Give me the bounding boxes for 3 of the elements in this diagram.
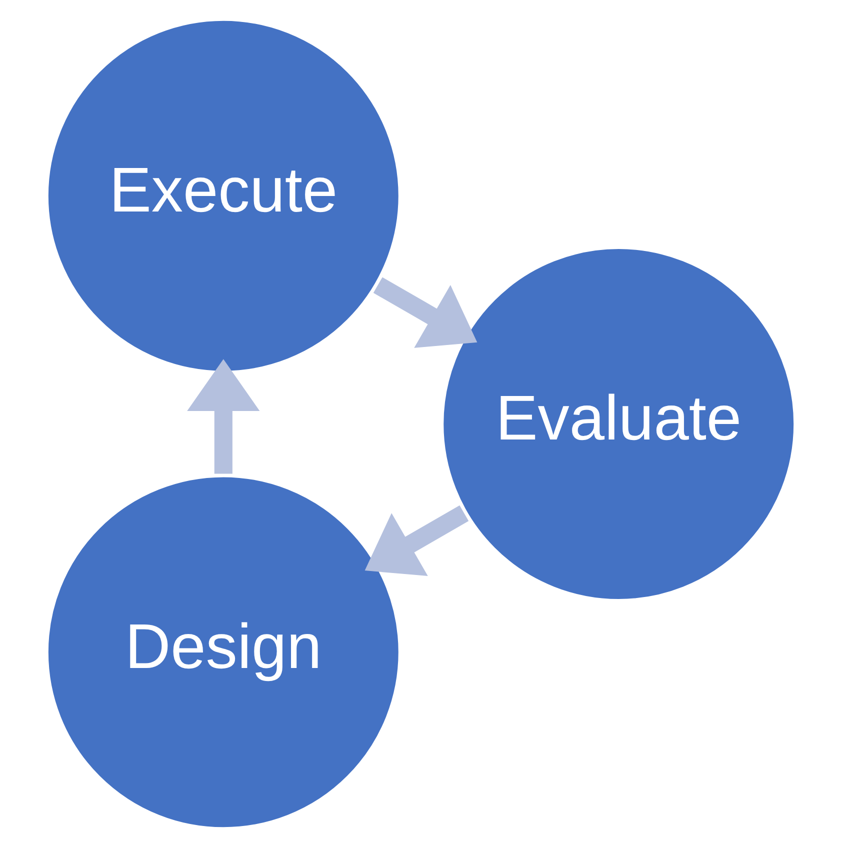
arrow <box>364 505 469 576</box>
arrow <box>187 359 260 474</box>
arrow <box>373 277 478 348</box>
